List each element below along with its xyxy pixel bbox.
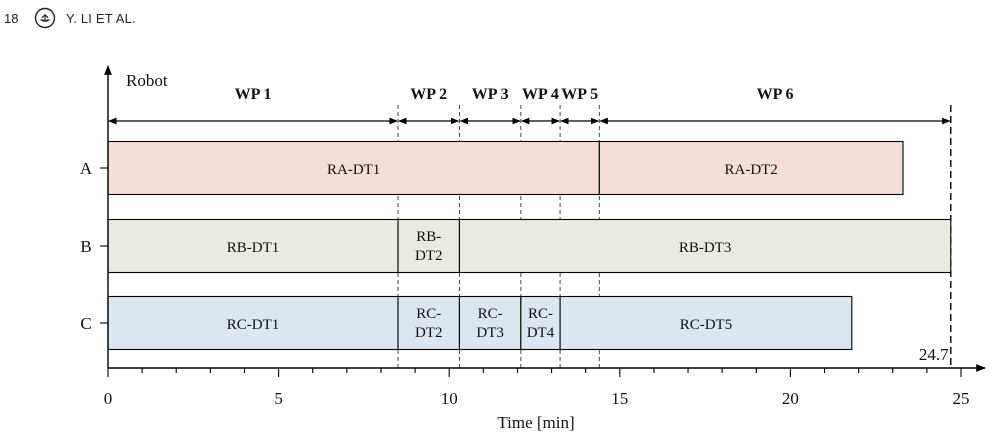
task-bar <box>107 295 399 351</box>
task-label: RC-DT1 <box>227 317 280 333</box>
task-label: RB-DT1 <box>227 240 280 256</box>
wp-label: WP 3 <box>472 86 509 103</box>
wp-label: WP 2 <box>410 86 447 103</box>
task-label: RC-DT2 <box>415 306 443 341</box>
task-bar <box>107 140 600 196</box>
task-label: RC-DT5 <box>680 317 733 333</box>
task-bar <box>520 295 561 351</box>
task-label: RC-DT3 <box>476 306 504 341</box>
task-label: RA-DT2 <box>724 162 777 178</box>
running-head: Y. LI ET AL. <box>66 10 136 26</box>
wp-label: WP 4 <box>522 86 559 103</box>
task-label: RB-DT3 <box>679 240 732 256</box>
robot-label: A <box>80 159 93 178</box>
task-label: RA-DT1 <box>327 162 380 178</box>
wp-label: WP 1 <box>235 86 272 103</box>
task-bar <box>458 295 522 351</box>
robot-label: C <box>80 314 91 333</box>
task-bar <box>559 295 853 351</box>
task-label: RB-DT2 <box>415 229 443 264</box>
makespan-label: 24.7 <box>919 345 949 364</box>
page-header: 18 Y. LI ET AL. <box>4 6 136 30</box>
x-axis-title: Time [min] <box>497 413 574 432</box>
x-tick-label: 15 <box>611 389 628 408</box>
x-tick-label: 5 <box>274 389 283 408</box>
robot-label: B <box>80 237 91 256</box>
x-tick-label: 0 <box>104 389 113 408</box>
x-tick-label: 25 <box>953 389 970 408</box>
wp-label: WP 5 <box>561 86 598 103</box>
y-axis-title: Robot <box>126 71 168 90</box>
page-number: 18 <box>4 10 19 26</box>
task-label: RC-DT4 <box>527 306 555 341</box>
task-bar <box>598 140 904 196</box>
x-tick-label: 20 <box>782 389 799 408</box>
journal-logo-icon <box>34 7 56 29</box>
x-tick-label: 10 <box>441 389 458 408</box>
task-bar <box>397 295 460 351</box>
task-bar <box>397 218 460 274</box>
wp-label: WP 6 <box>757 86 794 103</box>
task-bar <box>458 218 952 274</box>
